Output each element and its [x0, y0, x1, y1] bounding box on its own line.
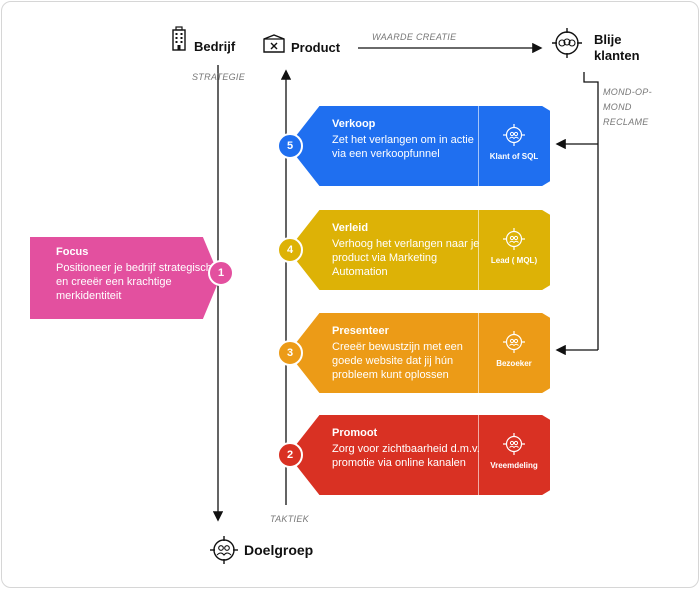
step-description: Zet het verlangen om in actie via een ve… — [332, 134, 474, 160]
step-stage: Bezoeker — [496, 359, 532, 368]
target-audience-icon — [503, 228, 525, 250]
step-title: Presenteer — [332, 325, 389, 337]
step-number-promoot: 2 — [277, 442, 303, 468]
waarde-creatie-label: WAARDE CREATIE — [372, 32, 457, 42]
step-card-verleid: Verleid Verhoog het verlangen naar je pr… — [288, 210, 550, 290]
target-audience-icon — [503, 433, 525, 455]
happy-customers-icon — [552, 28, 582, 58]
step-number-verleid: 4 — [277, 237, 303, 263]
mond-op-mond-path — [583, 72, 599, 350]
step-card-promoot: Promoot Zorg voor zichtbaarheid d.m.v. p… — [288, 415, 550, 495]
step-stage: Lead ( MQL) — [490, 256, 538, 265]
focus-description: Positioneer je bedrijf strategisch en cr… — [56, 262, 212, 302]
strategie-label: STRATEGIE — [192, 72, 246, 82]
target-audience-icon — [503, 124, 525, 146]
step-stage: Vreemdeling — [490, 461, 538, 470]
step-description: Creeër bewustzijn met een goede website … — [332, 341, 463, 381]
product-label: Product — [291, 40, 341, 55]
card-divider — [478, 210, 479, 290]
taktiek-label: TAKTIEK — [270, 514, 309, 524]
card-divider — [478, 106, 479, 186]
mond-op-mond-label: MOND-OP-MOND RECLAME — [603, 87, 652, 127]
product-box-icon — [263, 34, 285, 53]
bedrijf-label: Bedrijf — [194, 39, 236, 54]
target-audience-icon — [503, 331, 525, 353]
step-card-presenteer: Presenteer Creeër bewustzijn met een goe… — [288, 313, 550, 393]
step-description: Zorg voor zichtbaarheid d.m.v. promotie … — [332, 443, 480, 469]
step-stage: Klant of SQL — [489, 152, 539, 161]
step-title: Verkoop — [332, 118, 376, 130]
focus-step-number: 1 — [208, 260, 234, 286]
focus-card: Focus Positioneer je bedrijf strategisch… — [30, 237, 220, 319]
step-description: Verhoog het verlangen naar je product vi… — [332, 238, 480, 278]
card-divider — [478, 415, 479, 495]
step-number-presenteer: 3 — [277, 340, 303, 366]
step-title: Verleid — [332, 222, 369, 234]
step-card-verkoop: Verkoop Zet het verlangen om in actie vi… — [288, 106, 550, 186]
doelgroep-label: Doelgroep — [244, 542, 314, 558]
blije-klanten-label: Blije klanten — [594, 32, 640, 63]
step-number-verkoop: 5 — [277, 133, 303, 159]
focus-title: Focus — [56, 246, 89, 258]
target-group-icon — [210, 536, 238, 564]
card-divider — [478, 313, 479, 393]
building-icon — [172, 26, 186, 51]
step-title: Promoot — [332, 427, 378, 439]
